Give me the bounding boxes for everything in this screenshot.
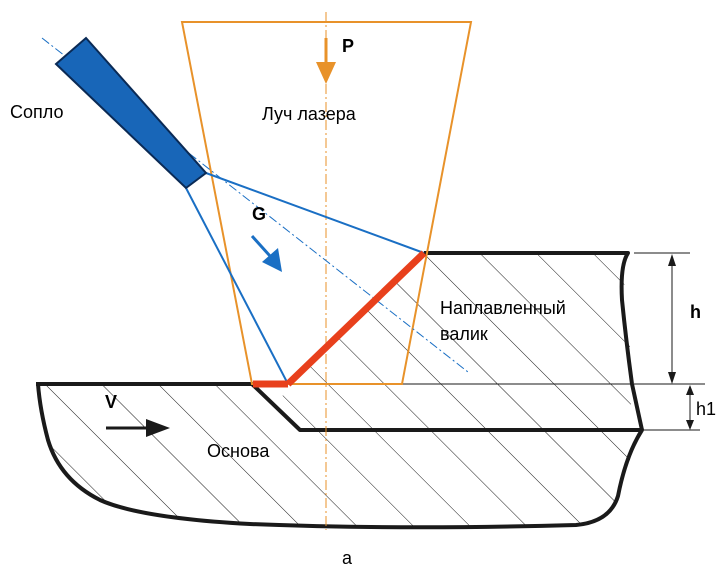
base-label: Основа bbox=[207, 441, 270, 461]
power-label: P bbox=[342, 36, 354, 56]
gas-arrow bbox=[250, 234, 282, 272]
caption-label: a bbox=[342, 548, 353, 568]
velocity-arrow bbox=[106, 419, 170, 437]
dimension-h1 bbox=[644, 385, 700, 431]
gas-label: G bbox=[252, 204, 266, 224]
melt-front bbox=[253, 250, 427, 388]
laser-beam-outline bbox=[180, 21, 473, 385]
dimension-h bbox=[634, 252, 705, 385]
velocity-label: V bbox=[105, 392, 117, 412]
height1-label: h1 bbox=[696, 399, 716, 419]
height-label: h bbox=[690, 302, 701, 322]
laser-beam-label: Луч лазера bbox=[262, 104, 357, 124]
clad-bead-label-line2: валик bbox=[440, 324, 488, 344]
nozzle bbox=[54, 36, 208, 190]
nozzle-label: Сопло bbox=[10, 102, 63, 122]
clad-bead-label-line1: Наплавленный bbox=[440, 298, 566, 318]
power-arrow bbox=[316, 38, 336, 84]
